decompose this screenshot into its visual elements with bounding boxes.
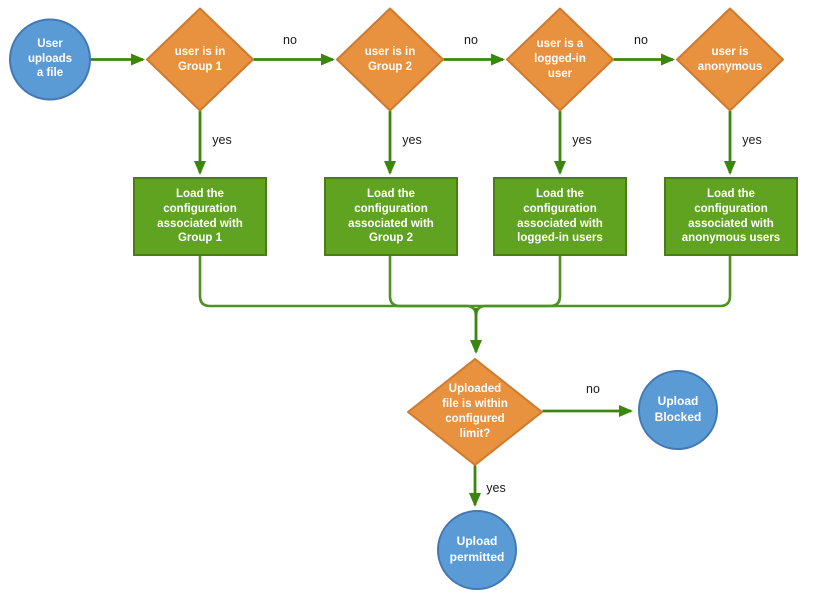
edge-config-anonymous-merge bbox=[474, 255, 732, 317]
process-config-logged-in bbox=[493, 177, 627, 256]
upload-permitted-node bbox=[437, 510, 517, 590]
decision-group1 bbox=[146, 7, 254, 112]
decision-logged-in bbox=[506, 7, 614, 112]
upload-blocked-node bbox=[638, 370, 718, 450]
edge-config-group2-merge bbox=[388, 255, 476, 308]
process-config-anonymous bbox=[664, 177, 798, 256]
decision-group2 bbox=[336, 7, 444, 112]
decision-limit-check bbox=[407, 358, 543, 466]
process-config-group2 bbox=[324, 177, 458, 256]
start-node bbox=[9, 18, 91, 101]
edge-config-logged-in-merge bbox=[476, 255, 562, 308]
decision-anonymous bbox=[676, 7, 784, 112]
process-config-group1 bbox=[133, 177, 267, 256]
